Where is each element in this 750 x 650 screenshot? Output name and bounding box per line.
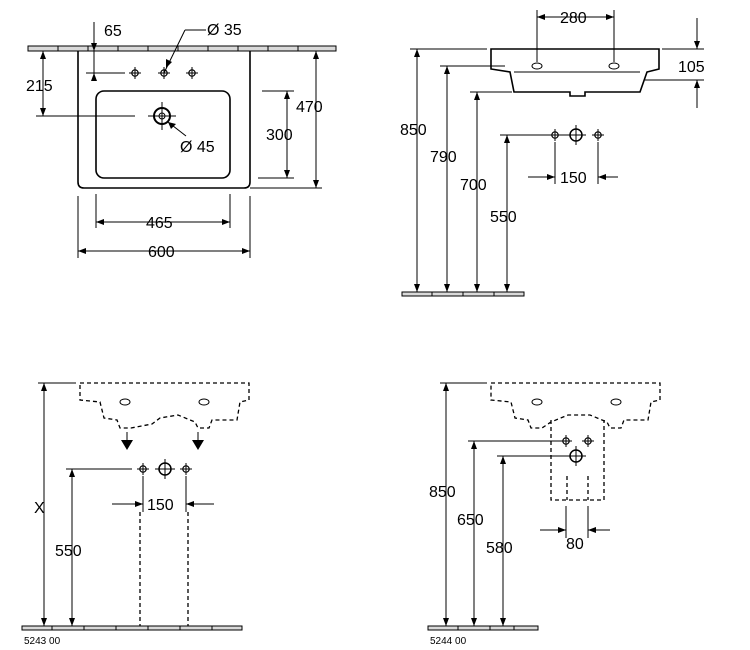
tap-hole-left-icon xyxy=(128,66,142,80)
wall-joints xyxy=(57,46,299,51)
supply-hole-right-icon xyxy=(581,434,595,448)
dim-150-pedestal: 150 xyxy=(112,476,214,514)
dim-label-215: 215 xyxy=(26,78,53,95)
dim-label-700: 700 xyxy=(460,177,487,194)
supply-hole-left-icon xyxy=(136,462,150,476)
dim-label-tap-diameter: Ø 35 xyxy=(207,22,242,39)
dim-150-side: 150 xyxy=(528,142,618,187)
dim-tap-diameter: Ø 35 xyxy=(163,22,242,74)
dim-470: 470 xyxy=(250,51,323,189)
dim-label-650: 650 xyxy=(457,512,484,529)
dim-600: 600 xyxy=(77,196,251,261)
top-view: 65 215 Ø 35 Ø 45 470 xyxy=(26,22,337,261)
dim-label-600: 600 xyxy=(148,244,175,261)
arrow-down-icon-left xyxy=(121,432,133,450)
basin-dashed-outline xyxy=(79,382,250,429)
supply-hole-left-icon xyxy=(548,128,562,142)
dim-label-580: 580 xyxy=(486,540,513,557)
dim-waste-diameter: Ø 45 xyxy=(167,121,215,156)
supply-hole-right-icon xyxy=(591,128,605,142)
tap-hole-right-icon xyxy=(185,66,199,80)
basin-profile xyxy=(490,48,660,97)
supply-hole-right-icon xyxy=(179,462,193,476)
dim-label-550-side: 550 xyxy=(490,209,517,226)
dim-label-465: 465 xyxy=(146,215,173,232)
dim-label-150-side: 150 xyxy=(560,170,587,187)
basin-outline xyxy=(77,51,251,189)
dim-x: X xyxy=(34,382,76,626)
side-view: 280 105 850 790 xyxy=(400,10,705,297)
dim-790: 790 xyxy=(430,65,505,292)
bowl-outline xyxy=(95,90,231,179)
dim-label-105: 105 xyxy=(678,59,705,76)
dim-700: 700 xyxy=(460,91,512,292)
dim-label-280: 280 xyxy=(560,10,587,27)
dim-280: 280 xyxy=(536,10,615,62)
floor-line-pedestal xyxy=(21,625,243,631)
dim-label-150-pedestal: 150 xyxy=(147,497,174,514)
dim-label-850-semi: 850 xyxy=(429,484,456,501)
dim-label-470: 470 xyxy=(296,99,323,116)
article-number-semipedestal: 5244 00 xyxy=(430,636,467,647)
wall-line xyxy=(27,45,337,52)
supply-hole-left-icon xyxy=(559,434,573,448)
dim-label-550-pedestal: 550 xyxy=(55,543,82,560)
dim-label-850-side: 850 xyxy=(400,122,427,139)
dim-label-waste-diameter: Ø 45 xyxy=(180,139,215,156)
article-number-pedestal: 5243 00 xyxy=(24,636,61,647)
dim-label-300: 300 xyxy=(266,127,293,144)
dim-label-65: 65 xyxy=(104,23,122,40)
pedestal-dashed-outline xyxy=(139,512,189,626)
dim-label-80: 80 xyxy=(566,536,584,553)
semipedestal-view: 850 650 580 80 5244 00 xyxy=(427,382,661,647)
waste-connection-icon xyxy=(565,124,587,146)
semipedestal-dashed-outline xyxy=(550,420,605,501)
dim-80: 80 xyxy=(540,506,610,553)
dim-label-x: X xyxy=(34,500,45,517)
dim-580: 580 xyxy=(486,455,570,626)
dim-850-side: 850 xyxy=(400,48,487,292)
waste-connection-icon xyxy=(154,458,176,480)
dim-65: 65 xyxy=(86,22,125,81)
dim-850-semi: 850 xyxy=(429,382,487,626)
dim-215: 215 xyxy=(26,51,135,117)
dim-105: 105 xyxy=(645,18,705,108)
dim-300: 300 xyxy=(258,90,294,179)
arrow-down-icon-right xyxy=(192,432,204,450)
pedestal-view: X 550 150 5243 00 xyxy=(21,382,250,647)
dim-550-pedestal: 550 xyxy=(55,468,132,626)
dim-465: 465 xyxy=(95,194,231,232)
dim-label-790: 790 xyxy=(430,149,457,166)
floor-line-semipedestal xyxy=(427,625,539,631)
dim-650: 650 xyxy=(457,440,560,626)
basin-dashed-outline xyxy=(490,382,661,429)
